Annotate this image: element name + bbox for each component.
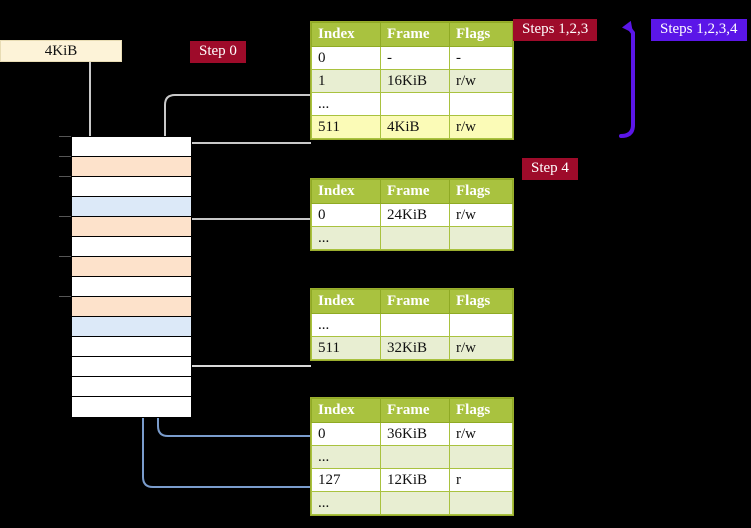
connector-pdpt-to-memory [177, 218, 311, 262]
memory-row-tick [59, 156, 71, 157]
table-row[interactable]: ... [311, 491, 513, 515]
table-header-cell: Frame [380, 22, 450, 47]
step-badge-step123: Steps 1,2,3 [513, 19, 598, 42]
memory-row [72, 357, 191, 377]
memory-row [72, 277, 191, 297]
memory-row [72, 137, 191, 157]
table-cell: 12KiB [380, 468, 450, 492]
table-cell: 36KiB [380, 422, 450, 446]
table-cell [449, 313, 513, 337]
table-cell [449, 491, 513, 515]
table-cell: 4KiB [380, 115, 450, 139]
table-row[interactable]: ... [311, 92, 513, 116]
table-cell: 16KiB [380, 69, 450, 93]
table-cell: r/w [449, 336, 513, 360]
table-cell [380, 491, 450, 515]
memory-row-tick [59, 176, 71, 177]
table-header-cell: Frame [380, 289, 450, 314]
table-cell: r/w [449, 203, 513, 227]
memory-row [72, 297, 191, 317]
table-header-cell: Flags [449, 22, 513, 47]
table-row[interactable]: 0-- [311, 46, 513, 70]
table-cell: r/w [449, 115, 513, 139]
connector-pml4-entry1 [164, 94, 311, 142]
table-cell: 0 [311, 46, 381, 70]
table-cell [380, 92, 450, 116]
connector-pd-to-memory [173, 310, 311, 367]
table-cell [449, 226, 513, 250]
table-cell: - [449, 46, 513, 70]
frame-size-label: 4KiB [44, 43, 78, 59]
step-badge-step4: Step 4 [522, 158, 578, 181]
memory-row [72, 157, 191, 177]
frame-size-box: 4KiB [0, 40, 122, 62]
table-header-cell: Flags [449, 289, 513, 314]
table-cell: r [449, 468, 513, 492]
table-cell: 1 [311, 69, 381, 93]
table-cell [380, 313, 450, 337]
table-cell: 32KiB [380, 336, 450, 360]
table-row[interactable]: ... [311, 313, 513, 337]
table-header-cell: Index [311, 179, 381, 204]
table-header-cell: Frame [380, 398, 450, 423]
table-header-cell: Frame [380, 179, 450, 204]
memory-row [72, 337, 191, 357]
table-header-cell: Index [311, 22, 381, 47]
table-cell: ... [311, 445, 381, 469]
memory-row-tick [59, 216, 71, 217]
table-cell: ... [311, 226, 381, 250]
memory-row-tick [59, 296, 71, 297]
table-cell: r/w [449, 422, 513, 446]
bracket-arrow-purple [619, 20, 635, 138]
step-badge-step0: Step 0 [190, 41, 246, 64]
table-cell: 127 [311, 468, 381, 492]
table-cell: 24KiB [380, 203, 450, 227]
memory-row [72, 257, 191, 277]
memory-row-tick [59, 256, 71, 257]
table-cell: r/w [449, 69, 513, 93]
table-cell: - [380, 46, 450, 70]
table-cell: 511 [311, 115, 381, 139]
memory-row [72, 177, 191, 197]
memory-row [72, 217, 191, 237]
table-cell: 511 [311, 336, 381, 360]
table-cell [380, 445, 450, 469]
table-header-cell: Flags [449, 398, 513, 423]
table-row[interactable]: ... [311, 445, 513, 469]
table-cell: 0 [311, 422, 381, 446]
memory-row [72, 237, 191, 257]
memory-row [72, 377, 191, 397]
table-header-cell: Index [311, 289, 381, 314]
table-header-cell: Flags [449, 179, 513, 204]
table-row[interactable]: ... [311, 226, 513, 250]
step-badge-step1234: Steps 1,2,3,4 [651, 19, 747, 42]
table-cell: ... [311, 92, 381, 116]
table-cell: ... [311, 313, 381, 337]
table-cell [449, 445, 513, 469]
table-cell: ... [311, 491, 381, 515]
table-cell [449, 92, 513, 116]
memory-row [72, 197, 191, 217]
table-cell [380, 226, 450, 250]
memory-column [71, 136, 192, 418]
memory-row-tick [59, 136, 71, 137]
table-header-cell: Index [311, 398, 381, 423]
table-cell: 0 [311, 203, 381, 227]
memory-row [72, 317, 191, 337]
memory-row [72, 397, 191, 417]
